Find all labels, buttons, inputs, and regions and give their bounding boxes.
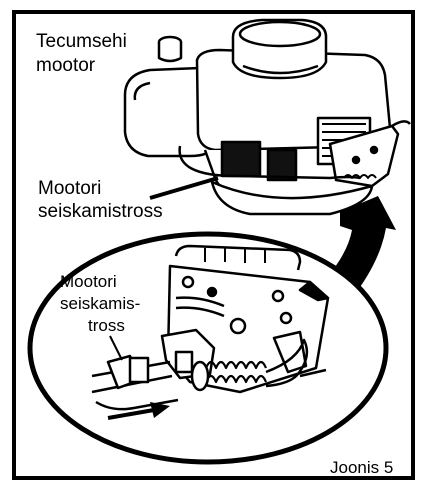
engine-illustration	[123, 18, 411, 216]
detail-illustration	[91, 244, 330, 411]
direction-arrow	[107, 402, 170, 420]
callout-top-line-2: seiskamistross	[38, 201, 163, 222]
callout-top-line-1: Mootori	[38, 178, 102, 199]
callout-inset-line-1: Mootori	[60, 272, 117, 291]
callout-inset-leader	[109, 335, 123, 361]
title-line-2: mootor	[36, 55, 96, 76]
callout-inset-line-2: seiskamis-	[60, 294, 141, 313]
callout-inset-line-3: tross	[88, 316, 125, 335]
title-line-1: Tecumsehi	[36, 31, 127, 52]
callout-top-leader	[149, 176, 219, 200]
figure-label: Joonis 5	[330, 458, 394, 477]
